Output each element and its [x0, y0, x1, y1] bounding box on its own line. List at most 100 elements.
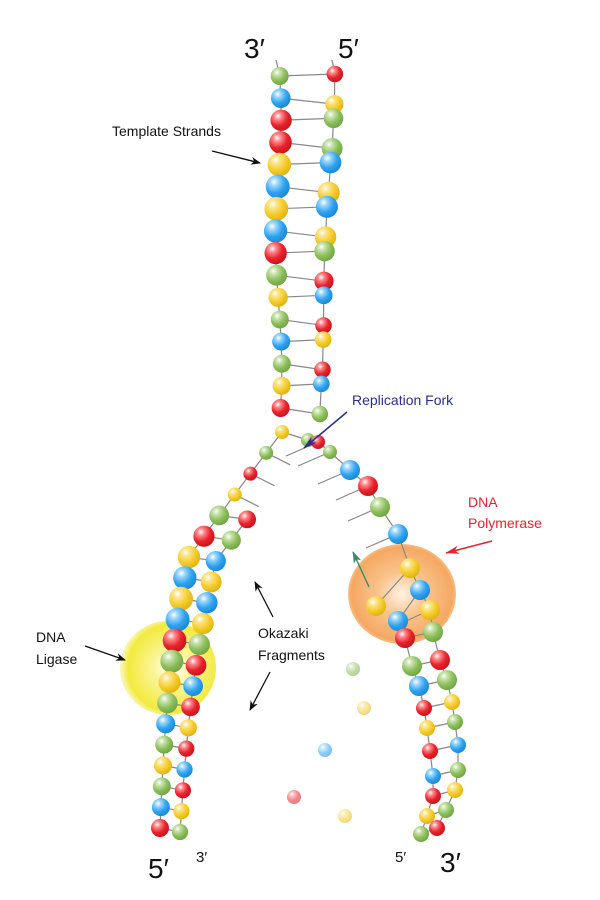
dna-polymerase-arrow	[445, 540, 493, 554]
left-okazaki-backbone	[179, 519, 248, 833]
nucleotide-green	[152, 777, 171, 796]
nucleotide-green	[438, 802, 454, 818]
base-pair-rung	[279, 73, 335, 77]
nucleotide-yellow	[158, 671, 181, 694]
top-right-5prime-label: 5′	[338, 33, 359, 64]
nucleotide-red	[185, 654, 207, 676]
nucleotide-green	[311, 405, 329, 423]
free-nucleotide-red	[287, 790, 301, 804]
nucleotide-blue	[409, 676, 429, 696]
nucleotide-blue	[176, 761, 193, 778]
nucleotide-green	[270, 67, 289, 85]
nucleotide-green	[447, 714, 463, 730]
free-nucleotide-green	[346, 662, 360, 676]
nucleotide-yellow	[268, 287, 288, 307]
okazaki-fragments-label-line1: Okazaki	[258, 625, 309, 641]
nucleotide-blue	[173, 566, 197, 590]
nucleotide-green	[270, 310, 289, 329]
nucleotide-red	[430, 650, 450, 670]
nucleotide-green	[423, 622, 443, 642]
okazaki-down-arrow	[249, 671, 271, 711]
nucleotide-red	[326, 65, 344, 83]
nucleotide-green	[155, 735, 174, 754]
template-strands-label: Template Strands	[112, 123, 221, 139]
nucleotide-yellow	[153, 756, 172, 775]
replication-fork-label: Replication Fork	[352, 392, 454, 408]
nucleotide-red	[314, 271, 334, 291]
nucleotide-green	[314, 240, 335, 262]
nucleotide-red	[174, 782, 192, 799]
template-strands-arrow	[211, 150, 261, 165]
nucleotide-blue	[263, 219, 288, 243]
replication-fork-arrow	[303, 411, 348, 449]
nucleotide-blue	[314, 286, 333, 305]
nucleotide-red	[315, 317, 332, 334]
nucleotide-red	[271, 399, 290, 417]
nucleotide-blue	[388, 611, 408, 631]
nucleotide-yellow	[179, 719, 197, 737]
nucleotide-red	[181, 697, 200, 717]
nucleotide-blue	[315, 195, 338, 218]
nucleotide-green	[221, 530, 241, 550]
nucleotide-red	[425, 788, 441, 804]
nucleotide-yellow	[420, 600, 440, 620]
nucleotide-yellow	[366, 596, 386, 616]
nucleotide-blue	[151, 798, 170, 817]
nucleotide-red	[416, 700, 432, 716]
nucleotide-green	[437, 670, 457, 690]
nucleotide-green	[259, 445, 274, 460]
nucleotide-blue	[196, 591, 218, 614]
okazaki-fragments-label-line2: Fragments	[258, 647, 325, 663]
nucleotide-yellow	[444, 694, 460, 710]
nucleotide-red	[193, 525, 215, 547]
nucleotide-blue	[388, 524, 408, 544]
synthesis-direction-arrow	[352, 551, 370, 588]
nucleotide-blue	[450, 737, 466, 753]
nucleotide-blue	[156, 714, 176, 734]
dna-polymerase-label-line1: DNA	[468, 494, 498, 510]
nucleotide-yellow	[173, 803, 190, 820]
nucleotide-red	[243, 466, 258, 481]
nucleotide-yellow	[419, 720, 435, 736]
nucleotide-yellow	[264, 196, 289, 221]
bottom-left-3prime-label: 3′	[196, 849, 207, 866]
nucleotide-yellow	[169, 586, 193, 611]
right-leading-backbone	[404, 637, 434, 835]
nucleotide-yellow	[272, 376, 291, 395]
nucleotide-green	[157, 692, 178, 714]
nucleotide-yellow	[192, 612, 214, 635]
nucleotide-green	[171, 823, 189, 841]
nucleotide-yellow	[177, 545, 201, 569]
nucleotide-blue	[265, 174, 290, 199]
nucleotide-red	[395, 628, 415, 648]
nucleotide-green	[323, 445, 337, 459]
nucleotide-yellow	[314, 331, 332, 348]
dna-ligase-label-line2: Ligase	[36, 651, 77, 667]
dna-polymerase-label-line2: Polymerase	[468, 515, 542, 531]
nucleotide-green	[188, 633, 210, 656]
nucleotide-red	[269, 131, 292, 154]
nucleotide-red	[238, 510, 257, 529]
nucleotide-green	[450, 762, 466, 778]
nucleotide-green	[323, 108, 344, 129]
nucleotide-yellow	[400, 558, 420, 578]
nucleotide-red	[178, 740, 195, 757]
nucleotide-green	[402, 656, 422, 676]
nucleotide-red	[162, 628, 187, 653]
nucleotide-red	[270, 109, 292, 131]
nucleotide-blue	[425, 768, 441, 784]
nucleotide-green	[266, 264, 288, 286]
free-nucleotide-blue	[318, 743, 332, 757]
nucleotide-red	[314, 361, 331, 379]
nucleotide-blue	[183, 676, 204, 696]
nucleotide-yellow	[325, 95, 344, 114]
nucleotide-yellow	[267, 152, 292, 177]
nucleotide-green	[370, 497, 390, 517]
nucleotide-blue	[313, 375, 330, 393]
bottom-left-5prime-label: 5′	[148, 853, 169, 884]
free-nucleotide-yellow	[338, 809, 352, 823]
okazaki-up-arrow	[254, 581, 274, 618]
dna-ligase-label-line1: DNA	[36, 629, 66, 645]
nucleotide-green	[413, 826, 429, 842]
